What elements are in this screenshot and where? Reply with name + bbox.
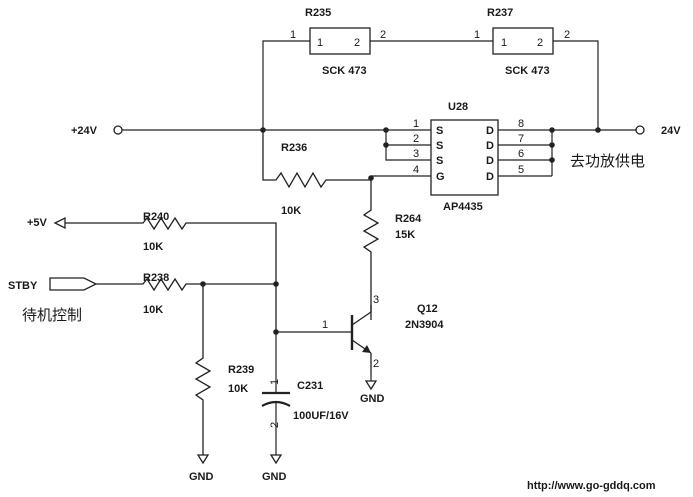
standby-control-annotation: 待机控制: [22, 307, 82, 324]
r237-resistor: R237 1 2 SCK 473: [487, 7, 554, 77]
c231-gnd-label: GND: [262, 471, 287, 483]
r235-pin1: 1: [317, 37, 323, 49]
u28-pin7-num: 7: [518, 133, 524, 145]
q12-gnd-label: GND: [360, 393, 385, 405]
r237-value: SCK 473: [505, 65, 550, 77]
u28-pin4-name: G: [436, 171, 445, 183]
c231-ref: C231: [297, 380, 323, 392]
stby-terminal: STBY: [8, 277, 98, 292]
u28-pin3-num: 3: [413, 148, 419, 160]
q12-pin1: 1: [322, 319, 328, 331]
output-24v-label: 24V: [661, 125, 681, 137]
amp-power-annotation: 去功放供电: [570, 153, 645, 170]
r240-ref: R240: [143, 211, 169, 223]
u28-pin5-name: D: [486, 171, 494, 183]
r235-value: SCK 473: [322, 65, 367, 77]
r236-resistor: R236 10K: [262, 130, 372, 217]
svg-text:1: 1: [474, 29, 480, 41]
plus5v-terminal: +5V: [27, 216, 66, 230]
q12-transistor: Q12 2N3904 1 2 3: [322, 294, 444, 375]
u28-ic: U28 AP4435 S S S G D D D D 1 2 3 4 8 7 6…: [413, 101, 524, 213]
stby-label: STBY: [8, 280, 38, 292]
r264-resistor: R264 15K: [362, 178, 422, 320]
r239-gnd-symbol: GND: [189, 454, 214, 483]
u28-pin3-name: S: [436, 155, 443, 167]
u28-pin5-num: 5: [518, 164, 524, 176]
q12-pin2: 2: [373, 358, 379, 370]
u28-pin2-name: S: [436, 140, 443, 152]
r238-ref: R238: [143, 272, 169, 284]
input-24v-terminal: +24V: [71, 125, 123, 137]
c231-pin2: 2: [269, 422, 281, 428]
svg-text:2: 2: [564, 29, 570, 41]
u28-pin8-num: 8: [518, 118, 524, 130]
c231-gnd-symbol: GND: [262, 454, 287, 483]
r236-value: 10K: [281, 205, 301, 217]
c231-pin1: 1: [269, 379, 281, 385]
u28-pin7-name: D: [486, 140, 494, 152]
r235-ref: R235: [305, 7, 331, 19]
u28-ref: U28: [448, 101, 468, 113]
q12-gnd-symbol: GND: [360, 375, 385, 405]
u28-part: AP4435: [443, 201, 483, 213]
r239-value: 10K: [228, 383, 248, 395]
r240-resistor: R240 10K: [65, 211, 277, 332]
u28-pin6-name: D: [486, 155, 494, 167]
r235-resistor: R235 1 2 SCK 473: [305, 7, 371, 77]
watermark-url: http://www.go-gddq.com: [527, 480, 656, 492]
plus5v-label: +5V: [27, 217, 48, 229]
svg-text:2: 2: [380, 29, 386, 41]
r239-ref: R239: [228, 364, 254, 376]
u28-pin6-num: 6: [518, 148, 524, 160]
q12-part: 2N3904: [405, 319, 444, 331]
r240-value: 10K: [143, 241, 163, 253]
r264-ref: R264: [395, 213, 422, 225]
r238-value: 10K: [143, 304, 163, 316]
input-24v-label: +24V: [71, 125, 98, 137]
r237-pin2: 2: [537, 37, 543, 49]
r239-gnd-label: GND: [189, 471, 214, 483]
u28-pin1-name: S: [436, 125, 443, 137]
q12-pin3: 3: [373, 294, 379, 306]
u28-pin4-num: 4: [413, 164, 419, 176]
u28-pin2-num: 2: [413, 133, 419, 145]
r264-value: 15K: [395, 229, 415, 241]
c231-capacitor: C231 100UF/16V 1 2: [261, 332, 349, 455]
q12-ref: Q12: [417, 303, 438, 315]
r237-ref: R237: [487, 7, 513, 19]
c231-value: 100UF/16V: [293, 410, 349, 422]
svg-text:1: 1: [290, 29, 296, 41]
output-24v-terminal: 24V: [635, 125, 681, 137]
r235-pin2: 2: [354, 37, 360, 49]
r239-resistor: R239 10K: [194, 284, 254, 455]
u28-pin8-name: D: [486, 125, 494, 137]
r236-ref: R236: [281, 142, 307, 154]
u28-pin1-num: 1: [413, 118, 419, 130]
r238-resistor: R238 10K: [96, 272, 276, 316]
r237-pin1: 1: [501, 37, 507, 49]
